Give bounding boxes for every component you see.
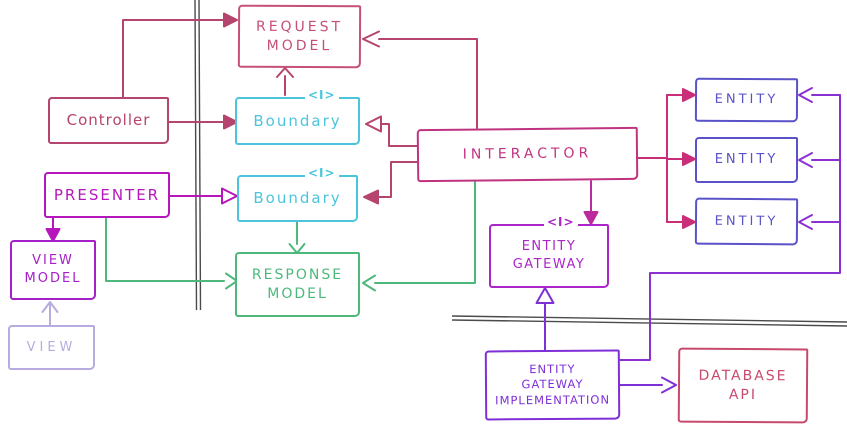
node-presenter: PRESENTER — [44, 172, 170, 218]
arrow-interactor-to-entity-gateway — [583, 180, 599, 225]
node-entity-gateway: ENTITY GATEWAY — [489, 224, 609, 288]
node-request-model: REQUEST MODEL — [237, 4, 362, 69]
node-label: DATABASE — [698, 367, 788, 384]
node-label: Controller — [66, 111, 151, 130]
arrow-controller-to-boundary — [168, 114, 238, 130]
node-label: REQUEST — [255, 18, 344, 35]
node-label: Boundary — [253, 111, 342, 130]
arrow-presenter-to-response-model — [105, 217, 238, 290]
node-entity-3: ENTITY — [694, 197, 799, 246]
node-label: IMPLEMENTATION — [495, 392, 611, 408]
node-interactor: INTERACTOR — [416, 126, 639, 183]
arrow-interactor-implements-boundary — [365, 115, 418, 147]
arrow-interactor-to-response-model — [362, 180, 476, 292]
node-response-model: RESPONSE MODEL — [235, 252, 360, 317]
node-view-model: VIEW MODEL — [10, 240, 96, 300]
interface-marker-boundary-output: <I> — [305, 167, 339, 179]
node-boundary-output: Boundary — [237, 175, 358, 222]
node-label: RESPONSE — [251, 266, 344, 283]
arrow-presenter-to-view-model — [45, 217, 61, 242]
arrow-interactor-to-request-model — [362, 30, 478, 129]
node-label: ENTITY — [529, 361, 576, 376]
node-label: API — [728, 386, 758, 403]
node-label: MODEL — [24, 271, 82, 286]
arrow-implementation-implements-gateway — [535, 287, 555, 351]
node-view: VIEW — [8, 325, 95, 370]
node-label: MODEL — [267, 285, 328, 302]
node-controller: Controller — [48, 97, 169, 144]
node-label: VIEW — [32, 253, 74, 269]
node-entity-2: ENTITY — [695, 137, 798, 183]
vertical-boundary-line — [194, 0, 202, 311]
node-label: GATEWAY — [521, 377, 584, 392]
arrow-boundary-to-request-model — [276, 67, 294, 96]
arrow-implementation-to-database-api — [619, 376, 677, 394]
arrow-implementation-to-entities — [619, 87, 841, 361]
node-label: ENTITY — [714, 92, 779, 108]
node-label: PRESENTER — [53, 185, 161, 204]
node-label: INTERACTOR — [462, 145, 593, 163]
node-label: GATEWAY — [512, 257, 586, 272]
node-label: ENTITY — [714, 213, 779, 229]
node-entity-gateway-implementation: ENTITY GATEWAY IMPLEMENTATION — [484, 349, 621, 421]
arrow-interactor-to-output-boundary — [363, 161, 418, 205]
arrow-presenter-implements-boundary — [169, 187, 238, 205]
node-entity-1: ENTITY — [694, 77, 799, 123]
node-label: ENTITY — [521, 239, 577, 255]
arrow-boundary-to-response-model — [288, 221, 306, 254]
node-label: ENTITY — [714, 152, 779, 168]
node-database-api: DATABASE API — [677, 347, 809, 424]
arrow-interactor-to-entities — [637, 88, 696, 229]
node-boundary-input: Boundary — [235, 97, 360, 145]
node-label: VIEW — [26, 339, 77, 355]
node-label: Boundary — [253, 189, 342, 208]
interface-marker-boundary-input: <I> — [305, 89, 339, 101]
interface-marker-entity-gateway: <I> — [544, 216, 578, 228]
node-label: MODEL — [266, 37, 333, 54]
arrow-controller-to-request-model — [122, 12, 238, 98]
arrow-view-to-view-model — [41, 301, 59, 327]
